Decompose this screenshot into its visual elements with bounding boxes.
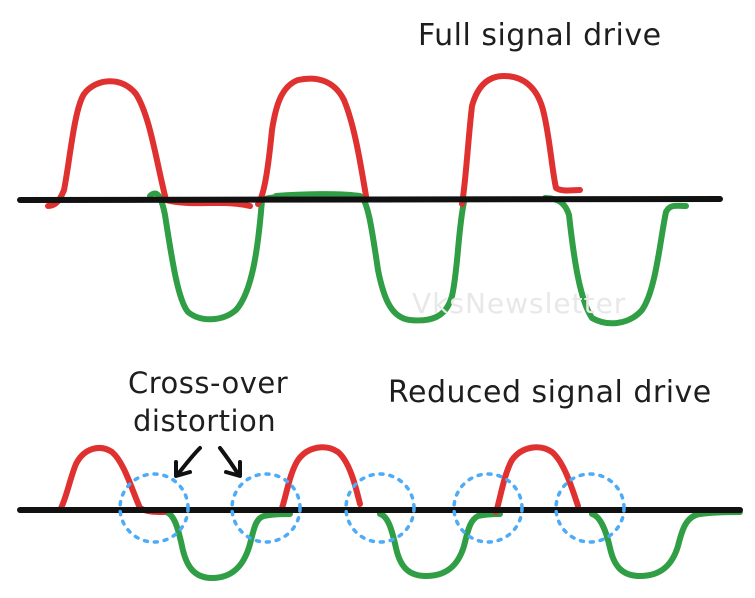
distortion-marker-1: [118, 472, 190, 544]
full-positive-lobe-2: [255, 75, 369, 207]
crossover-label-line2: distortion: [133, 404, 277, 438]
reduced-positive-lobe-1: [57, 445, 167, 515]
full-positive-lobe-1: [45, 78, 253, 209]
distortion-marker-3: [344, 472, 416, 544]
distortion-marker-5: [554, 472, 626, 544]
full-drive-title: Full signal drive: [418, 18, 662, 53]
arrow-right: [218, 446, 240, 476]
crossover-label-line1: Cross-over: [128, 366, 289, 400]
reduced-negative-lobe-2: [377, 511, 503, 579]
full-negative-lobe-3: [542, 195, 689, 327]
crossover-arrows: [174, 446, 242, 478]
reduced-negative-lobe-1: [163, 509, 293, 581]
full-negative-lobe-1: [147, 190, 315, 323]
full-drive-axis: [17, 196, 723, 203]
full-negative-lobe-2: [273, 191, 467, 324]
distortion-marker-4: [452, 472, 524, 544]
reduced-positive-lobe-3: [493, 444, 581, 515]
arrowhead-right: [224, 460, 242, 478]
arrow-left: [176, 446, 202, 476]
reduced-drive-title: Reduced signal drive: [388, 375, 712, 410]
crossover-distortion-markers: [118, 472, 626, 544]
arrowhead-left: [174, 460, 192, 478]
full-positive-lobe-3: [459, 73, 583, 207]
watermark-text: VksNewsletter: [412, 287, 627, 320]
distortion-marker-2: [230, 472, 302, 544]
reduced-negative-lobe-3: [589, 509, 743, 579]
reduced-positive-lobe-2: [279, 444, 363, 511]
